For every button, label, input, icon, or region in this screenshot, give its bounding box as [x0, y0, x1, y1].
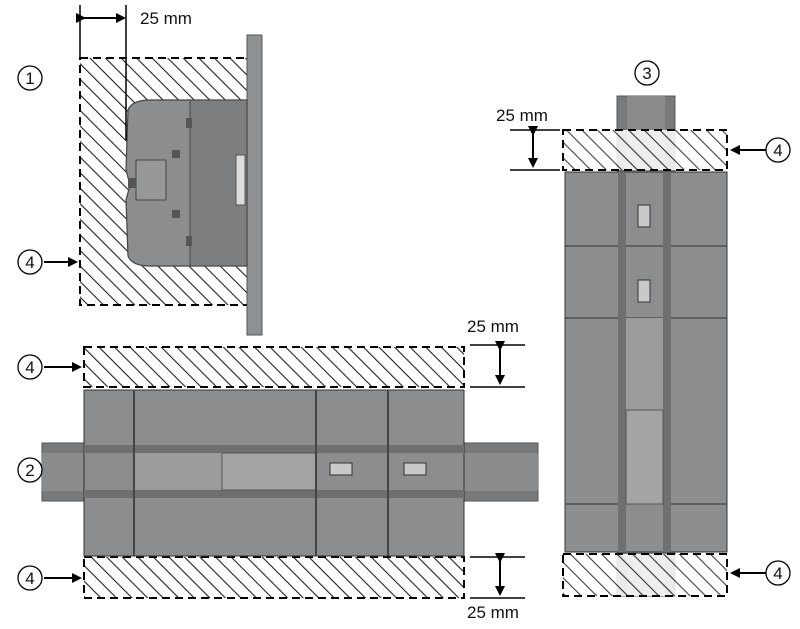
horizontal-view: 25 mm 25 mm 2 4 4 [17, 317, 539, 622]
callout-4-vertical-bottom: 4 [773, 564, 782, 583]
module-row-horizontal [83, 389, 465, 557]
callout-1-number: 1 [25, 69, 34, 88]
module-stack-vertical [564, 171, 728, 553]
clearance-zone-top [83, 346, 465, 388]
callout-4-side: 4 [25, 253, 34, 272]
clearance-zone-vertical-bottom [562, 553, 728, 597]
vertical-view: 25 mm 3 4 4 [496, 60, 791, 597]
callout-3-number: 3 [642, 64, 651, 83]
dimension-label-side: 25 mm [140, 9, 192, 28]
dimension-label-bottom: 25 mm [467, 603, 519, 622]
callout-4-bottom: 4 [25, 569, 34, 588]
callout-3-circle [634, 60, 660, 86]
side-view: 25 mm 1 4 [17, 5, 263, 336]
dimension-label-vertical: 25 mm [496, 106, 548, 125]
callout-4-vertical-top: 4 [773, 141, 782, 160]
callout-2-circle [17, 457, 43, 483]
mounting-panel [246, 34, 263, 336]
clearance-zone-vertical-top [562, 129, 728, 171]
clearance-zone-bottom [83, 556, 465, 599]
callout-4-top: 4 [25, 358, 34, 377]
callout-1-circle [17, 65, 43, 91]
dimension-label-top: 25 mm [467, 317, 519, 336]
callout-2-number: 2 [25, 461, 34, 480]
